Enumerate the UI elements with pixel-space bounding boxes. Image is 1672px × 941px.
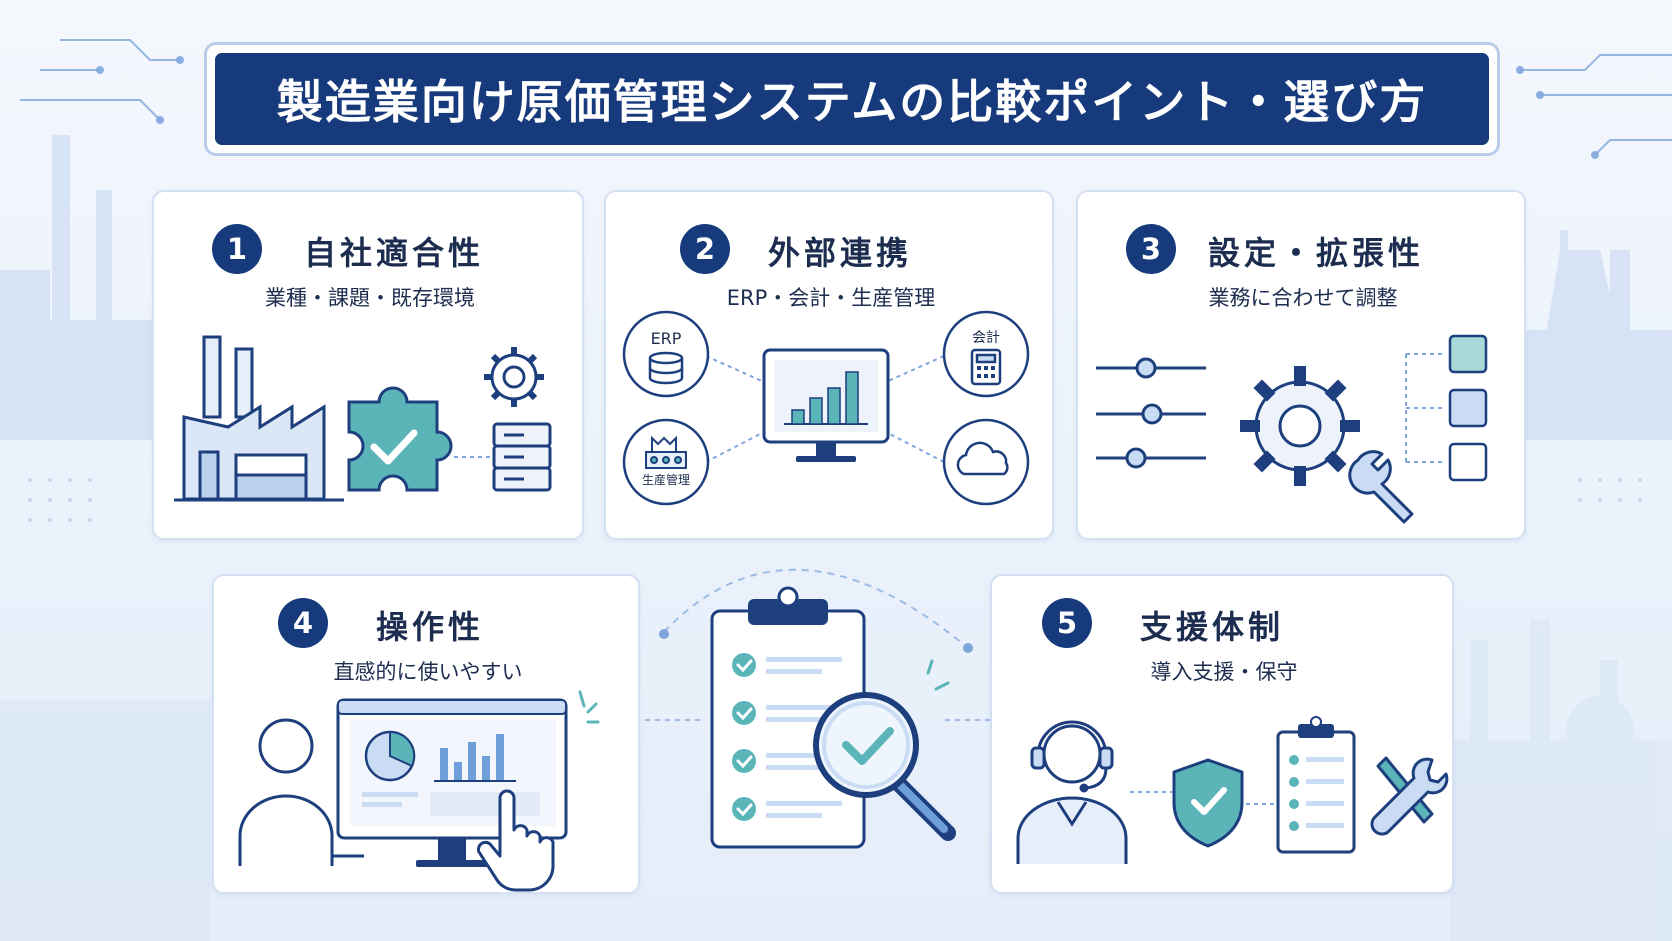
gear-icon xyxy=(1240,366,1360,486)
magnifier-check-icon xyxy=(813,692,956,841)
card-title: 支援体制 xyxy=(1140,608,1285,646)
card-support-system: 5 支援体制 導入支援・保守 xyxy=(990,574,1454,894)
card5-illustration xyxy=(1016,716,1449,864)
card-subtitle: 直感的に使いやすい xyxy=(333,660,523,684)
wrench-icon xyxy=(1348,450,1414,524)
center-arc-connector xyxy=(663,568,969,649)
hand-pointer-icon xyxy=(477,789,555,892)
page-title: 製造業向け原価管理システムの比較ポイント・選び方 xyxy=(276,75,1428,129)
slider-icon xyxy=(1096,357,1206,469)
card-subtitle: 業務に合わせて調整 xyxy=(1208,286,1398,310)
card-usability: 4 操作性 直感的に使いやすい xyxy=(212,574,640,894)
circuit-lines xyxy=(20,39,1672,156)
clipboard-checklist-icon xyxy=(1276,716,1356,854)
card-external-integration: 2 外部連携 ERP・会計・生産管理 ERP 会計 xyxy=(604,190,1054,540)
card-title: 設定・拡張性 xyxy=(1208,234,1425,272)
factory-icon xyxy=(174,335,344,502)
card-number-badge: 5 xyxy=(1042,598,1092,648)
title-banner: 製造業向け原価管理システムの比較ポイント・選び方 xyxy=(215,53,1489,145)
card4-illustration xyxy=(238,690,600,892)
card-subtitle: 業種・課題・既存環境 xyxy=(265,286,475,310)
factory-icon xyxy=(645,435,687,469)
card-number-badge: 2 xyxy=(680,224,730,274)
card-number-badge: 4 xyxy=(278,598,328,648)
monitor-chart-icon xyxy=(762,348,890,462)
server-icon xyxy=(492,422,552,492)
card1-illustration xyxy=(174,335,552,502)
gear-icon xyxy=(484,347,544,407)
support-operator-icon xyxy=(1016,720,1128,864)
card-configuration-extensibility: 3 設定・拡張性 業務に合わせて調整 xyxy=(1076,190,1526,540)
shield-check-icon xyxy=(1172,758,1244,848)
accounting-node: 会計 xyxy=(942,310,1030,398)
card3-illustration xyxy=(1096,334,1488,524)
cloud-icon xyxy=(956,441,1009,476)
card-company-fit: 1 自社適合性 業種・課題・既存環境 xyxy=(152,190,584,540)
module-blocks-icon xyxy=(1448,334,1488,482)
title-frame: 製造業向け原価管理システムの比較ポイント・選び方 xyxy=(204,42,1500,156)
puzzle-check-icon xyxy=(347,386,453,492)
card-number-badge: 1 xyxy=(212,224,262,274)
tools-icon xyxy=(1370,756,1449,836)
clipboard-checklist-icon xyxy=(710,586,866,849)
accounting-label: 会計 xyxy=(972,330,1000,346)
erp-label: ERP xyxy=(651,329,682,348)
card-title: 自社適合性 xyxy=(304,234,485,272)
user-icon xyxy=(238,718,364,866)
calculator-icon xyxy=(970,348,1002,386)
card-subtitle: ERP・会計・生産管理 xyxy=(726,286,936,310)
click-spark-icon xyxy=(578,690,600,724)
center-illustration xyxy=(710,586,956,849)
production-label: 生産管理 xyxy=(642,472,690,487)
card-number-badge: 3 xyxy=(1126,224,1176,274)
database-icon xyxy=(648,351,684,385)
card-title: 操作性 xyxy=(376,608,485,646)
card-subtitle: 導入支援・保守 xyxy=(1150,660,1298,684)
cloud-node xyxy=(942,418,1030,506)
card2-illustration: ERP 会計 xyxy=(622,310,1030,506)
card-title: 外部連携 xyxy=(768,234,913,272)
erp-node: ERP xyxy=(622,310,710,398)
right-factory-silhouette xyxy=(1500,230,1672,440)
production-node: 生産管理 xyxy=(622,418,710,506)
